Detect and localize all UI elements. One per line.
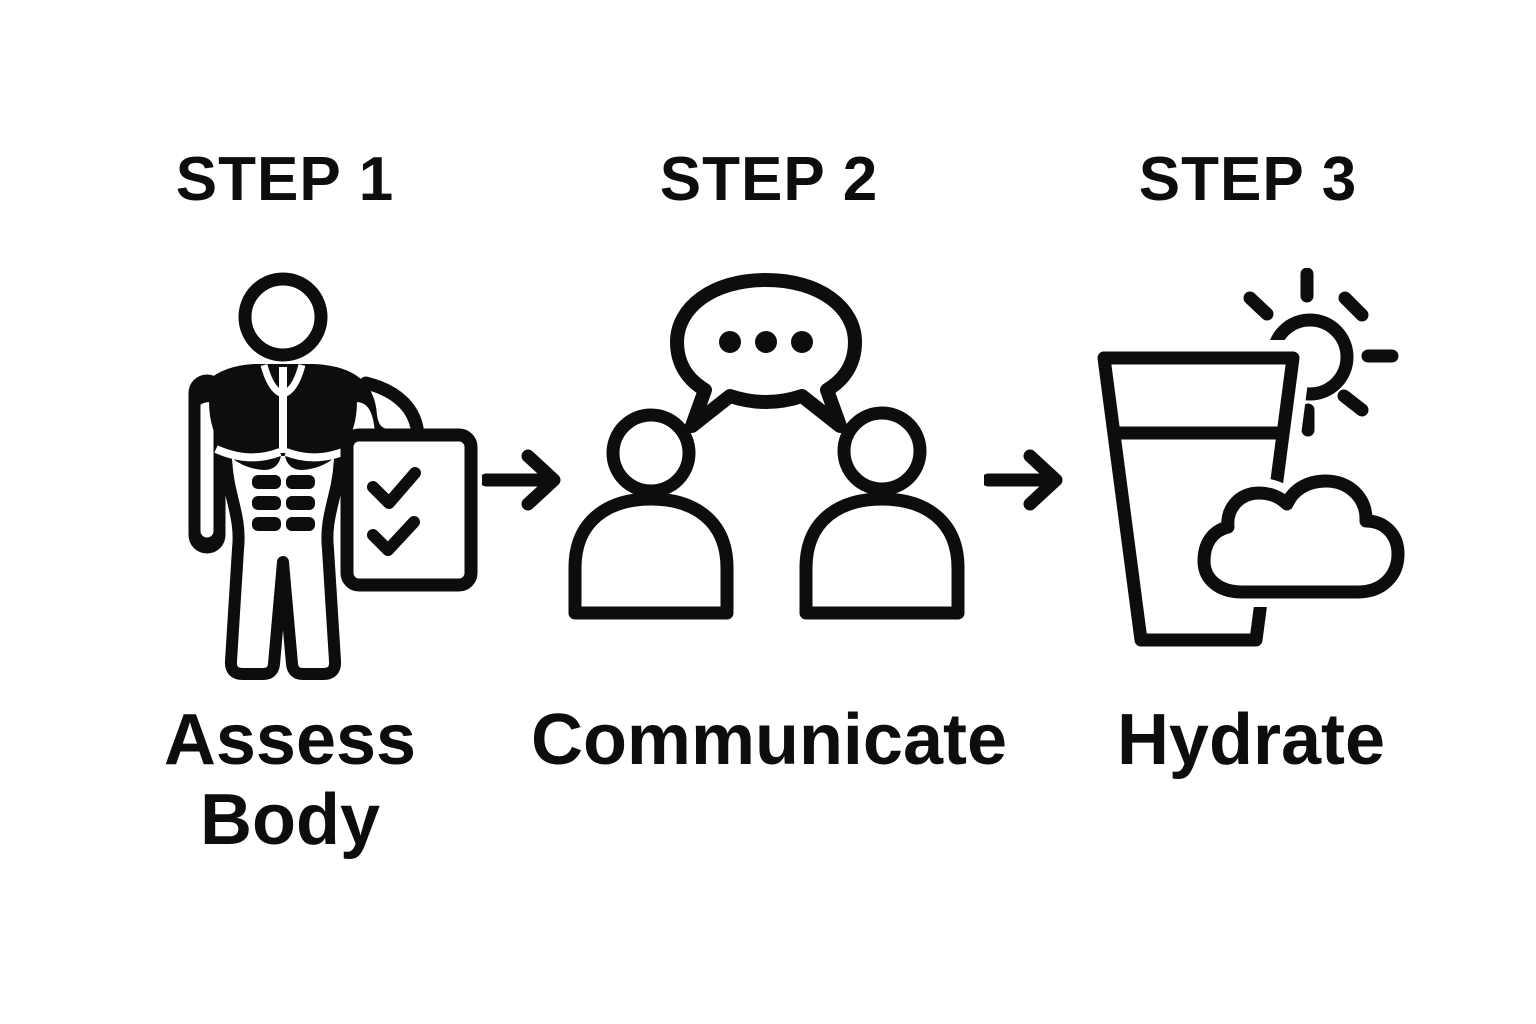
step-2-header: STEP 2	[659, 145, 879, 214]
cloud-icon	[1189, 466, 1408, 607]
step-3-header: STEP 3	[1138, 145, 1358, 214]
step-3-label: Hydrate	[1066, 700, 1436, 780]
step-1-label-line-1: Assess	[163, 700, 417, 780]
two-people-speech-bubble-icon	[568, 273, 965, 620]
step-2-label-line-1: Communicate	[530, 700, 1008, 780]
right-arrow-icon	[984, 449, 1063, 511]
water-glass-sun-cloud-icon	[1090, 268, 1408, 650]
step-1-label: Assess Body	[105, 700, 475, 860]
typing-dots-icon	[719, 331, 813, 353]
muscular-body-with-checklist-icon	[188, 272, 478, 680]
step-3-label-line-1: Hydrate	[1116, 700, 1386, 780]
step-1-label-line-2: Body	[200, 780, 380, 860]
step-1-header: STEP 1	[175, 145, 395, 214]
right-arrow-icon	[482, 449, 561, 511]
step-2-label: Communicate	[480, 700, 1058, 780]
